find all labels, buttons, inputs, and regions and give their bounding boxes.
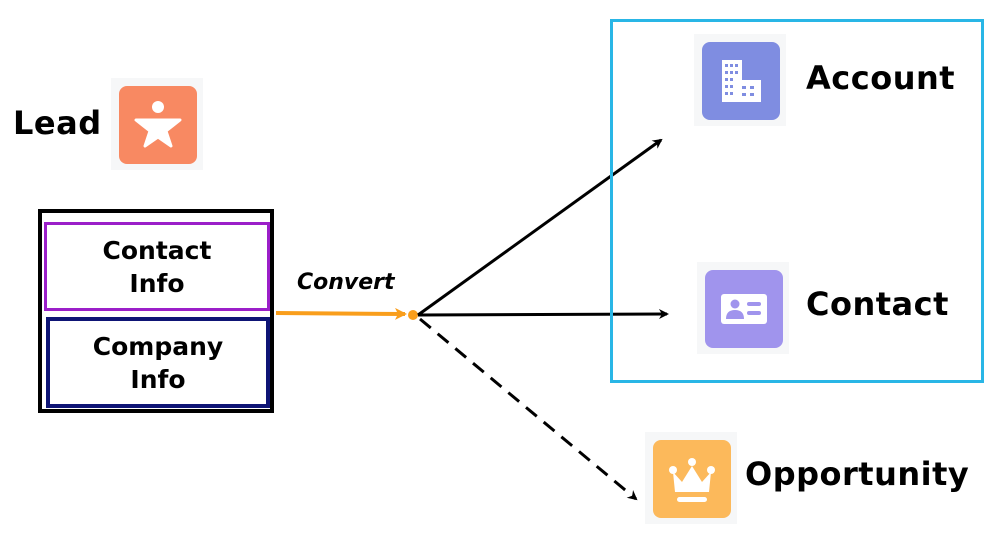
edge-to-account xyxy=(417,138,663,317)
convert-label: Convert xyxy=(297,270,395,295)
company-info-line1: Company xyxy=(92,331,224,361)
account-label: Account xyxy=(806,59,956,97)
edge-to-contact xyxy=(417,309,669,320)
junction-dot xyxy=(408,310,418,320)
lead-label: Lead xyxy=(13,104,102,142)
contact-info-line2: Info xyxy=(129,268,185,298)
lead-record-box xyxy=(38,209,274,413)
opportunity-icon-tile xyxy=(645,432,737,524)
opportunity-label: Opportunity xyxy=(745,455,970,493)
contact-icon-tile xyxy=(697,262,789,354)
account-icon-tile xyxy=(694,34,786,126)
contact-info-line1: Contact xyxy=(102,235,212,265)
converted-records-group xyxy=(610,19,984,383)
convert-arrow xyxy=(275,307,407,320)
contact-info-section: Contact Info xyxy=(44,222,270,311)
company-info-section: Company Info xyxy=(46,317,270,408)
account-building-icon xyxy=(702,42,780,120)
opportunity-crown-icon xyxy=(653,440,731,518)
contact-card-icon xyxy=(705,270,783,348)
contact-label: Contact xyxy=(806,285,949,323)
company-info-line2: Info xyxy=(130,364,186,394)
lead-icon-tile xyxy=(111,78,203,170)
edge-to-opportunity xyxy=(419,317,638,501)
lead-star-person-icon xyxy=(119,86,197,164)
